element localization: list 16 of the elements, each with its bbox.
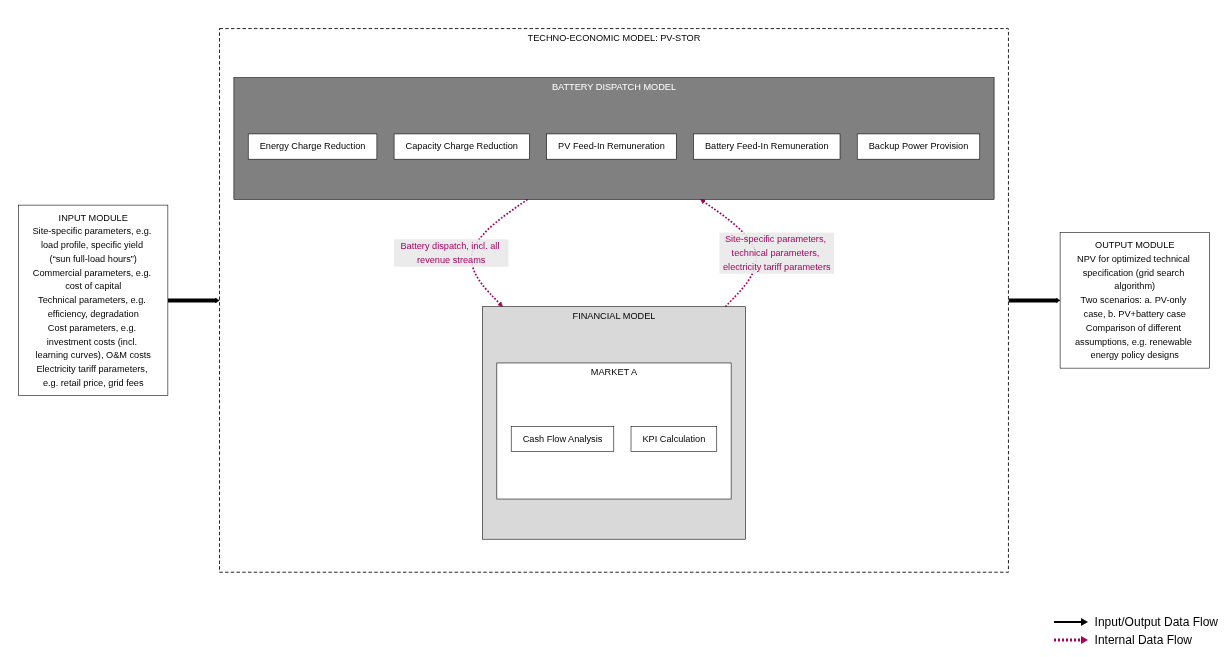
arrow — [167, 297, 220, 303]
node-box: Battery Feed-In Remuneration — [693, 133, 841, 160]
node-box: PV Feed-In Remuneration — [546, 133, 677, 160]
node-box: Backup Power Provision — [856, 133, 981, 160]
legend-label: Internal Data Flow — [1094, 633, 1192, 647]
node-box: Energy Charge Reduction — [247, 133, 378, 160]
node-box: Cash Flow Analysis — [510, 425, 615, 452]
node-box: OUTPUT MODULE NPV for optimized technical specification (grid search algorithm) Two scenarios: a. PV-only case, b. PV+battery case Comparison of different assumptions, e.g. renewable energy policy designs — [1059, 231, 1210, 369]
arrow — [470, 198, 529, 307]
arrow — [1008, 297, 1061, 303]
legend-label: Input/Output Data Flow — [1094, 615, 1218, 629]
edge-label: Battery dispatch, incl. all revenue streams — [400, 240, 500, 265]
node-box: INPUT MODULE Site-specific parameters, e.g. load profile, specific yield (“sun full-load hours”) Commercial parameters, e.g. cost of capital Technical parameters, e.g. efficiency, degradation Cost parameters, e.g. investment costs (incl. learning curves), O&M costs Electricity tariff parameters, e.g. retail price, grid fees — [18, 204, 169, 396]
edge-label: Site-specific parameters, technical parameters, electricity tariff parameters — [723, 233, 831, 272]
node-box: KPI Calculation — [630, 425, 718, 452]
node-box: Capacity Charge Reduction — [393, 133, 530, 160]
